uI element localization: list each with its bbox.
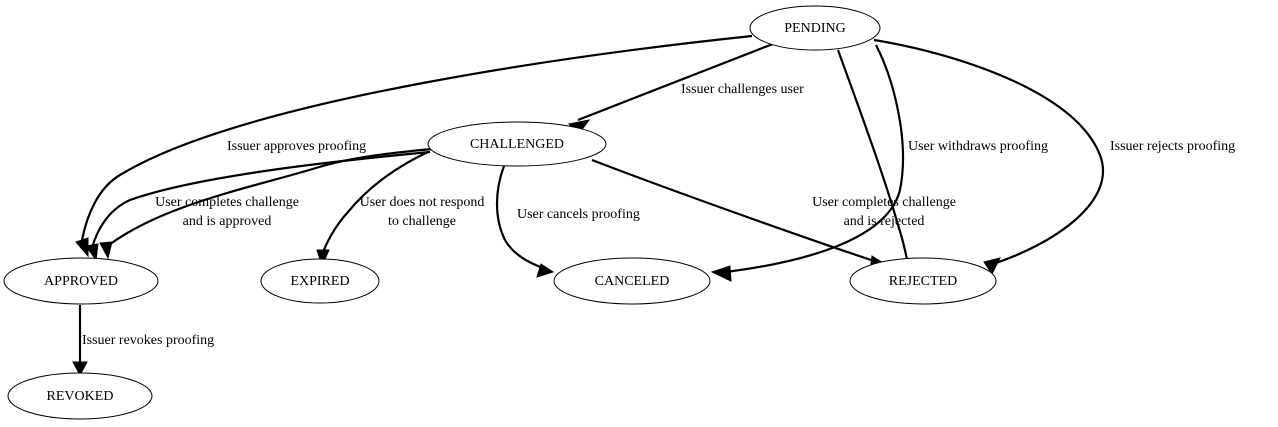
state-node-revoked[interactable]: REVOKED <box>7 372 153 420</box>
state-node-expired[interactable]: EXPIRED <box>260 258 380 304</box>
edge-arrowhead-icon <box>72 361 88 377</box>
edge-line <box>80 34 753 241</box>
edge-pending-rejected: Issuer rejects proofing <box>873 38 1235 275</box>
node-ellipse[interactable] <box>553 257 711 305</box>
edge-arrowhead-icon <box>536 263 555 278</box>
edge-challenged-approved: Issuer approves proofing <box>85 139 431 262</box>
state-node-approved[interactable]: APPROVED <box>3 257 159 305</box>
edge-challenged-canceled: User cancels proofing <box>495 165 640 278</box>
node-label: CHALLENGED <box>470 137 564 152</box>
node-ellipse[interactable] <box>3 257 159 305</box>
edge-arrowhead-icon <box>983 257 1001 275</box>
edge-arrowhead-icon <box>99 241 113 260</box>
nodes-layer: PENDING CHALLENGED APPROVED EXPIRED CANCELED… <box>3 5 997 420</box>
node-label: REVOKED <box>47 389 114 404</box>
edge-line <box>591 158 878 264</box>
node-ellipse[interactable] <box>749 5 881 51</box>
node-ellipse[interactable] <box>7 372 153 420</box>
edge-line <box>495 165 547 271</box>
edge-label: Issuer challenges user <box>681 82 804 97</box>
edge-line <box>717 44 905 275</box>
edge-line <box>90 150 431 249</box>
node-label: APPROVED <box>44 274 118 289</box>
state-node-canceled[interactable]: CANCELED <box>553 257 711 305</box>
node-label: CANCELED <box>595 274 670 289</box>
edge-arrowhead-icon <box>316 249 330 268</box>
edge-label: Issuer approves proofing <box>227 139 366 154</box>
edge-label: Issuer rejects proofing <box>1110 139 1235 154</box>
node-ellipse[interactable] <box>427 121 607 167</box>
edge-arrowhead-icon <box>85 243 99 262</box>
state-node-rejected[interactable]: REJECTED <box>849 257 997 305</box>
edge-pending-approved <box>75 34 753 258</box>
edge-line <box>321 151 429 253</box>
node-label: PENDING <box>784 21 845 36</box>
node-ellipse[interactable] <box>849 257 997 305</box>
edge-pending-challenged: Issuer challenges user <box>568 40 804 136</box>
edge-line <box>873 38 1104 267</box>
node-ellipse[interactable] <box>260 258 380 304</box>
edge-approved-revoked: Issuer revokes proofing <box>72 305 214 377</box>
edge-pending-canceled: User withdraws proofing <box>710 44 1048 282</box>
edge-label: User cancels proofing <box>517 207 640 222</box>
state-node-pending[interactable]: PENDING <box>749 5 881 51</box>
edge-label: User withdraws proofing <box>908 139 1048 154</box>
edge-arrowhead-icon <box>710 265 732 282</box>
edge-line <box>577 40 779 122</box>
edge-line <box>836 49 910 265</box>
node-label: REJECTED <box>889 274 957 289</box>
node-label: EXPIRED <box>290 274 349 289</box>
edge-line <box>104 147 433 249</box>
edge-label: Issuer revokes proofing <box>82 333 214 348</box>
state-node-challenged[interactable]: CHALLENGED <box>427 121 607 167</box>
